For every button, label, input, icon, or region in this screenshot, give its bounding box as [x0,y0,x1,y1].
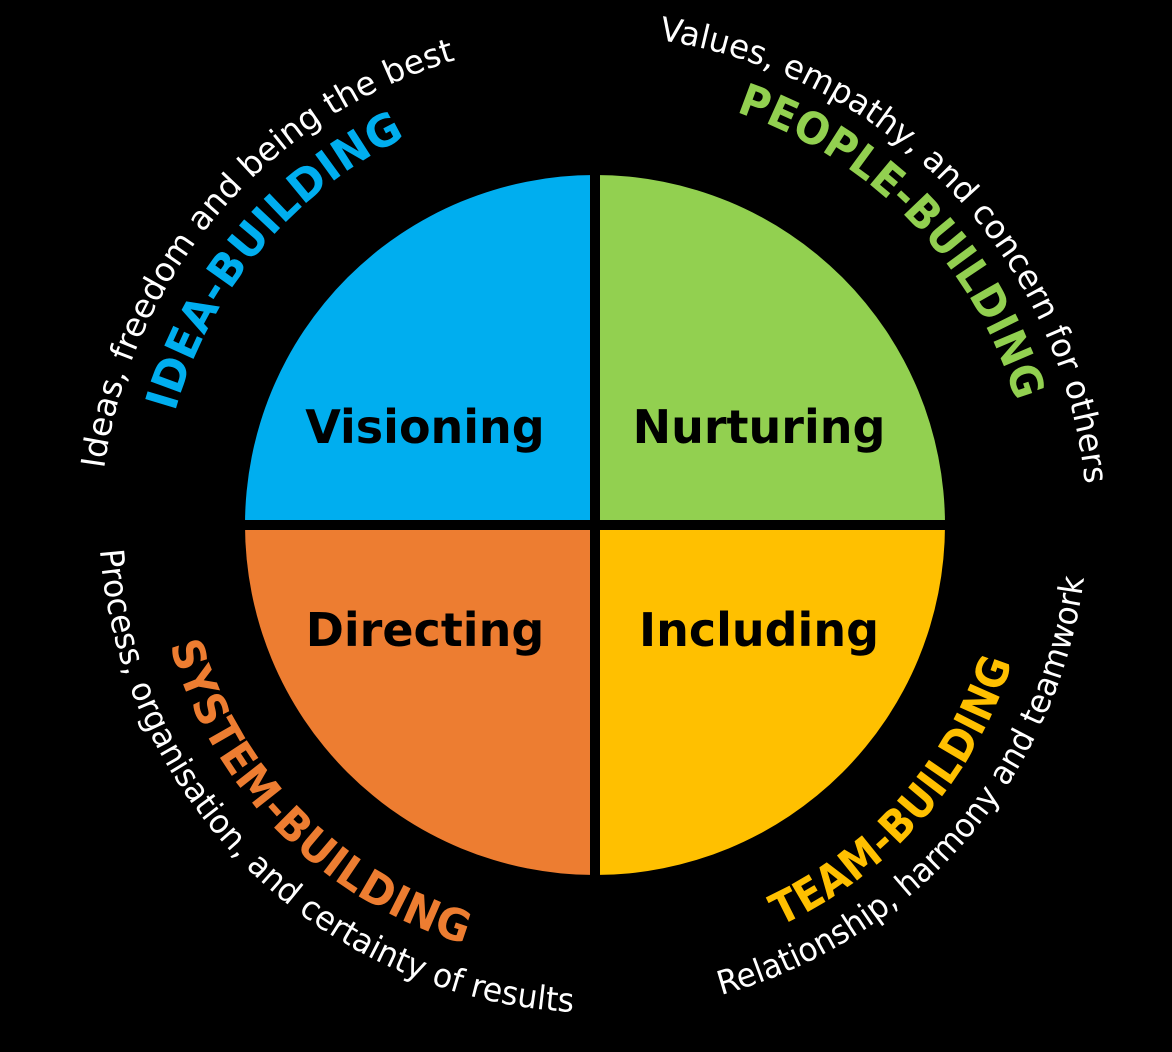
including-label: Including [639,603,879,657]
visioning-label: Visioning [305,400,545,454]
quadrant-including: Including [595,525,945,875]
quadrant-visioning: Visioning [245,175,595,525]
directing-label: Directing [306,603,545,657]
visioning-wedge [245,175,595,525]
directing-wedge [245,525,595,875]
including-wedge [595,525,945,875]
horizontal-divider [240,520,950,530]
quadrant-directing: Directing [245,525,595,875]
quadrant-nurturing: Nurturing [595,175,945,525]
nurturing-label: Nurturing [633,400,886,454]
nurturing-wedge [595,175,945,525]
